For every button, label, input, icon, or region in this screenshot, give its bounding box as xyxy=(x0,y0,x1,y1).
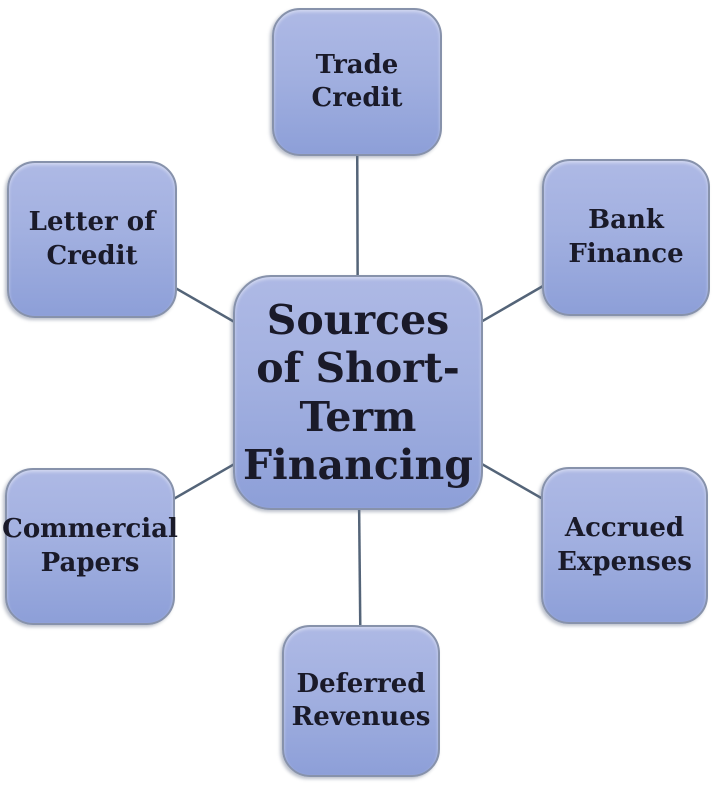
node-accrued-expenses: Accrued Expenses xyxy=(541,467,708,624)
node-commercial-papers: Commercial Papers xyxy=(2,468,178,625)
node-center-sources-of-short-term-financing: Sources of Short- Term Financing xyxy=(233,275,483,510)
node-bank-finance: Bank Finance xyxy=(542,159,710,316)
node-letter-of-credit: Letter of Credit xyxy=(7,161,177,318)
node-deferred-revenues: Deferred Revenues xyxy=(282,625,440,777)
node-trade-credit: Trade Credit xyxy=(272,8,442,156)
